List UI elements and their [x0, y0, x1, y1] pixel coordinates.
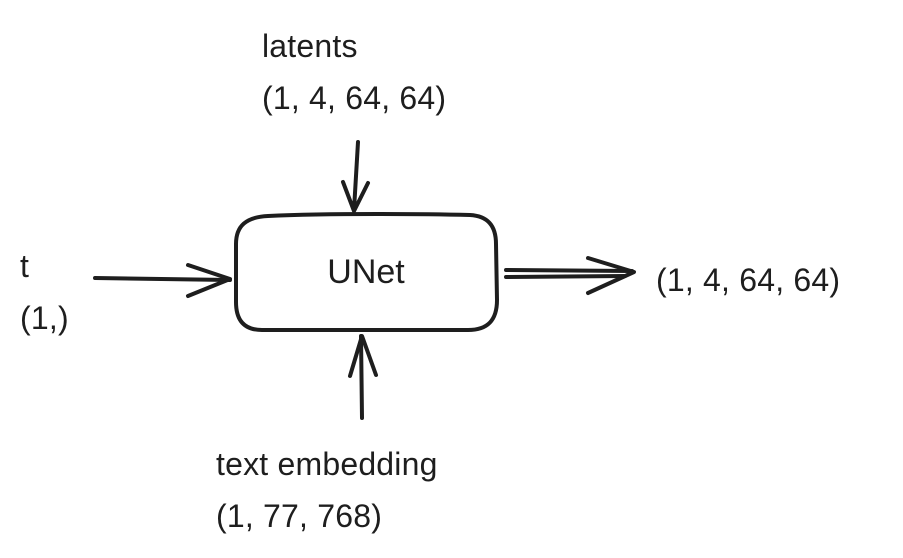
- text-embedding-arrow-head: [348, 334, 378, 378]
- output-arrow-shaft-1: [504, 268, 634, 273]
- output-arrow-head: [586, 256, 636, 295]
- latents-arrow-shaft: [352, 140, 360, 212]
- t-arrow-shaft: [93, 276, 232, 282]
- latents-arrow-head: [341, 180, 370, 213]
- output-arrow-shaft-2: [504, 274, 627, 279]
- latents-name: latents: [262, 28, 358, 64]
- text-embedding-name: text embedding: [216, 446, 438, 482]
- latents-shape: (1, 4, 64, 64): [262, 80, 447, 116]
- t-name: t: [20, 248, 30, 284]
- unet-label: UNet: [327, 253, 405, 291]
- t-shape: (1,): [20, 300, 69, 336]
- text-embedding-shape: (1, 77, 768): [216, 498, 383, 534]
- t-arrow-head: [186, 263, 232, 298]
- output-shape: (1, 4, 64, 64): [656, 262, 841, 298]
- text-embedding-arrow-shaft: [359, 334, 364, 420]
